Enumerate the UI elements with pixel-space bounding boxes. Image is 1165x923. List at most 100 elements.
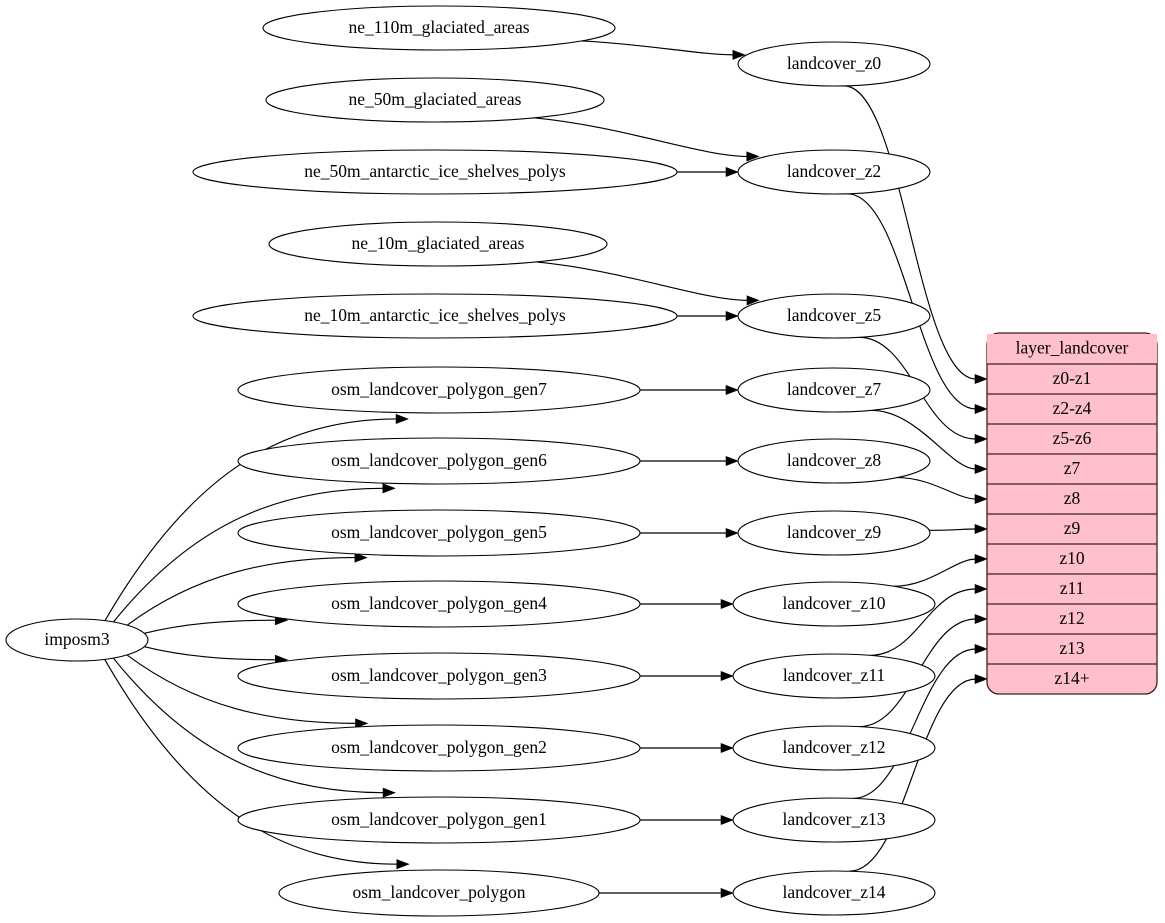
node-ne-50m-antarctic-ice-shelves-polys[interactable]: ne_50m_antarctic_ice_shelves_polys (192, 149, 678, 195)
node-layer: imposm3 ne_110m_glaciated_areas ne_50m_gla… (5, 5, 936, 917)
table-row-z12[interactable]: z12 (1059, 608, 1084, 628)
edge-arrowhead (725, 384, 739, 396)
table-row-z14plus[interactable]: z14+ (1054, 668, 1089, 688)
edge-arrowhead (720, 598, 734, 610)
edge-arrowhead (720, 887, 734, 899)
table-row-z7[interactable]: z7 (1064, 458, 1081, 478)
edge-arrowhead (396, 859, 410, 870)
node-osm-landcover-polygon-gen7[interactable]: osm_landcover_polygon_gen7 (237, 366, 641, 414)
table-row-z11[interactable]: z11 (1060, 578, 1085, 598)
node-osm-landcover-polygon-gen5[interactable]: osm_landcover_polygon_gen5 (237, 509, 641, 557)
node-landcover-z8[interactable]: landcover_z8 (737, 438, 931, 484)
node-label: landcover_z7 (787, 379, 882, 399)
edge-ne-50m-glaciated-areas-to-landcover-z2 (533, 117, 748, 158)
node-label: osm_landcover_polygon_gen5 (331, 522, 547, 542)
edge-arrowhead (746, 295, 760, 306)
table-row-z13[interactable]: z13 (1059, 638, 1085, 658)
node-landcover-z14[interactable]: landcover_z14 (732, 870, 936, 916)
table-row-z2-z4[interactable]: z2-z4 (1053, 398, 1092, 418)
edge-arrowhead (974, 553, 988, 565)
edge-landcover-z2-to-layer-landcover-z2-z4 (847, 193, 977, 410)
edge-landcover-z8-to-layer-landcover-z8 (896, 477, 977, 500)
node-shape (737, 41, 931, 87)
node-osm-landcover-polygon-gen6[interactable]: osm_landcover_polygon_gen6 (237, 437, 641, 485)
node-landcover-z2[interactable]: landcover_z2 (737, 149, 931, 195)
node-osm-landcover-polygon-gen4[interactable]: osm_landcover_polygon_gen4 (237, 580, 641, 628)
node-label: landcover_z9 (787, 522, 882, 542)
node-landcover-z5[interactable]: landcover_z5 (737, 293, 931, 339)
table-row-z0-z1[interactable]: z0-z1 (1053, 368, 1092, 388)
edge-arrowhead (974, 493, 988, 505)
table-header-bg (987, 334, 1157, 364)
node-imposm3[interactable]: imposm3 (5, 618, 149, 662)
edge-arrowhead (355, 718, 369, 729)
node-shape (192, 149, 678, 195)
node-shape (268, 221, 608, 267)
node-shape (237, 724, 641, 772)
node-landcover-z12[interactable]: landcover_z12 (732, 725, 936, 771)
edge-arrowhead (382, 787, 396, 798)
node-osm-landcover-polygon-gen3[interactable]: osm_landcover_polygon_gen3 (237, 652, 641, 700)
node-osm-landcover-polygon-gen2[interactable]: osm_landcover_polygon_gen2 (237, 724, 641, 772)
node-shape (732, 797, 936, 843)
node-landcover-z13[interactable]: landcover_z13 (732, 797, 936, 843)
node-shape (732, 870, 936, 916)
node-ne-50m-glaciated-areas[interactable]: ne_50m_glaciated_areas (265, 77, 605, 123)
edge-landcover-z10-to-layer-landcover-z10 (893, 558, 977, 587)
edge-arrowhead (732, 49, 746, 60)
node-landcover-z10[interactable]: landcover_z10 (732, 581, 936, 627)
edge-landcover-z11-to-layer-landcover-z11 (869, 588, 977, 657)
node-label: ne_110m_glaciated_areas (348, 17, 529, 37)
edge-arrowhead (725, 166, 739, 178)
node-ne-10m-glaciated-areas[interactable]: ne_10m_glaciated_areas (268, 221, 608, 267)
edge-arrowhead (725, 310, 739, 322)
table-row-z5-z6[interactable]: z5-z6 (1053, 428, 1092, 448)
edge-ne-10m-glaciated-areas-to-landcover-z5 (536, 261, 748, 301)
node-label: landcover_z2 (787, 161, 881, 181)
node-label: ne_10m_antarctic_ice_shelves_polys (304, 305, 566, 325)
node-shape (5, 618, 149, 662)
edge-arrowhead (974, 463, 988, 475)
edge-arrowhead (720, 814, 734, 826)
edge-arrowhead (974, 583, 988, 595)
node-label: osm_landcover_polygon_gen2 (331, 737, 547, 757)
edge-landcover-z0-to-layer-landcover-z0-z1 (843, 85, 977, 380)
edge-arrowhead (974, 373, 988, 385)
edge-arrowhead (974, 643, 988, 655)
edge-arrowhead (974, 673, 988, 685)
node-label: osm_landcover_polygon_gen3 (331, 665, 547, 685)
table-row-z8[interactable]: z8 (1064, 488, 1081, 508)
edge-arrowhead (974, 523, 988, 535)
node-shape (192, 293, 678, 339)
edge-imposm3-to-osm-landcover-polygon-gen2 (126, 654, 357, 724)
node-osm-landcover-polygon[interactable]: osm_landcover_polygon (278, 869, 600, 917)
edge-arrowhead (395, 413, 409, 424)
node-shape (732, 725, 936, 771)
edge-ne-110m-glaciated-areas-to-landcover-z0 (581, 40, 734, 56)
node-label: imposm3 (44, 629, 109, 649)
table-row-z10[interactable]: z10 (1059, 548, 1085, 568)
node-osm-landcover-polygon-gen1[interactable]: osm_landcover_polygon_gen1 (237, 796, 641, 844)
node-landcover-z7[interactable]: landcover_z7 (737, 367, 931, 413)
edge-imposm3-to-osm-landcover-polygon-gen1 (112, 657, 385, 794)
node-shape (237, 652, 641, 700)
node-ne-110m-glaciated-areas[interactable]: ne_110m_glaciated_areas (262, 5, 616, 51)
node-ne-10m-antarctic-ice-shelves-polys[interactable]: ne_10m_antarctic_ice_shelves_polys (192, 293, 678, 339)
node-landcover-z9[interactable]: landcover_z9 (737, 510, 931, 556)
layer-landcover-table: layer_landcoverz0-z1z2-z4z5-z6z7z8z9z10z… (986, 332, 1158, 695)
node-landcover-z11[interactable]: landcover_z11 (732, 653, 936, 699)
node-landcover-z0[interactable]: landcover_z0 (737, 41, 931, 87)
node-shape (265, 77, 605, 123)
edge-arrowhead (974, 613, 988, 625)
node-label: landcover_z0 (787, 53, 882, 73)
table-row-z9[interactable]: z9 (1064, 518, 1081, 538)
edge-landcover-z9-to-layer-landcover-z9 (929, 528, 977, 531)
node-label: ne_50m_glaciated_areas (349, 89, 522, 109)
node-shape (737, 438, 931, 484)
node-shape (732, 653, 936, 699)
node-label: osm_landcover_polygon_gen7 (331, 379, 547, 399)
edge-arrowhead (725, 455, 739, 467)
node-shape (237, 437, 641, 485)
